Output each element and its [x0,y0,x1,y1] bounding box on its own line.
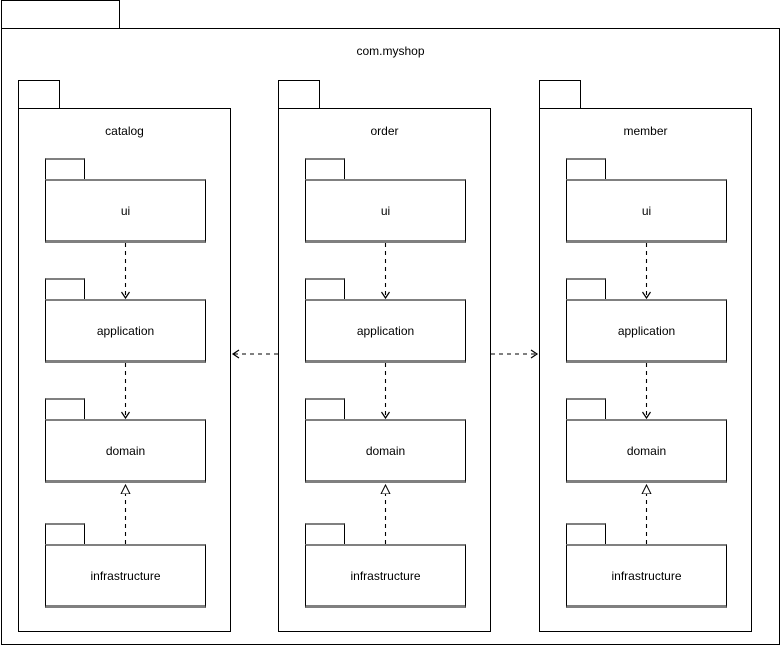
package-body-order-domain: domain [305,419,466,483]
package-body-member-domain: domain [566,419,727,483]
package-label-member: member [623,124,668,138]
package-label-catalog-infrastructure: infrastructure [90,568,161,583]
package-tab-order-infrastructure [305,523,345,545]
package-tab-member-application [566,278,606,300]
package-label-member-infrastructure: infrastructure [611,568,682,583]
package-label-catalog-domain: domain [105,443,146,458]
package-body-catalog-ui: ui [45,179,206,243]
package-tab-member-ui [566,158,606,180]
package-label-order-application: application [356,323,415,338]
package-label-com-myshop: com.myshop [356,44,425,58]
package-label-order: order [370,124,399,138]
package-label-catalog: catalog [105,124,144,138]
package-tab-member-infrastructure [566,523,606,545]
package-tab-com-myshop [1,0,120,28]
package-body-member-ui: ui [566,179,727,243]
package-body-catalog-infrastructure: infrastructure [45,544,206,608]
package-tab-catalog-application [45,278,85,300]
package-tab-order-application [305,278,345,300]
package-label-order-ui: ui [380,203,391,218]
package-tab-catalog-domain [45,398,85,420]
package-tab-member-domain [566,398,606,420]
package-body-catalog-domain: domain [45,419,206,483]
package-body-member-infrastructure: infrastructure [566,544,727,608]
package-body-order-application: application [305,299,466,363]
package-label-catalog-application: application [96,323,155,338]
package-tab-member [539,80,581,108]
package-body-order-ui: ui [305,179,466,243]
package-label-member-ui: ui [641,203,652,218]
package-tab-catalog-ui [45,158,85,180]
package-label-order-domain: domain [365,443,406,458]
package-tab-order-ui [305,158,345,180]
package-label-order-infrastructure: infrastructure [350,568,421,583]
package-body-catalog-application: application [45,299,206,363]
package-tab-catalog [18,80,60,108]
package-tab-catalog-infrastructure [45,523,85,545]
package-label-member-application: application [617,323,676,338]
package-label-catalog-ui: ui [120,203,131,218]
package-label-member-domain: domain [626,443,667,458]
package-tab-order-domain [305,398,345,420]
package-body-member-application: application [566,299,727,363]
package-body-order-infrastructure: infrastructure [305,544,466,608]
package-tab-order [278,80,320,108]
